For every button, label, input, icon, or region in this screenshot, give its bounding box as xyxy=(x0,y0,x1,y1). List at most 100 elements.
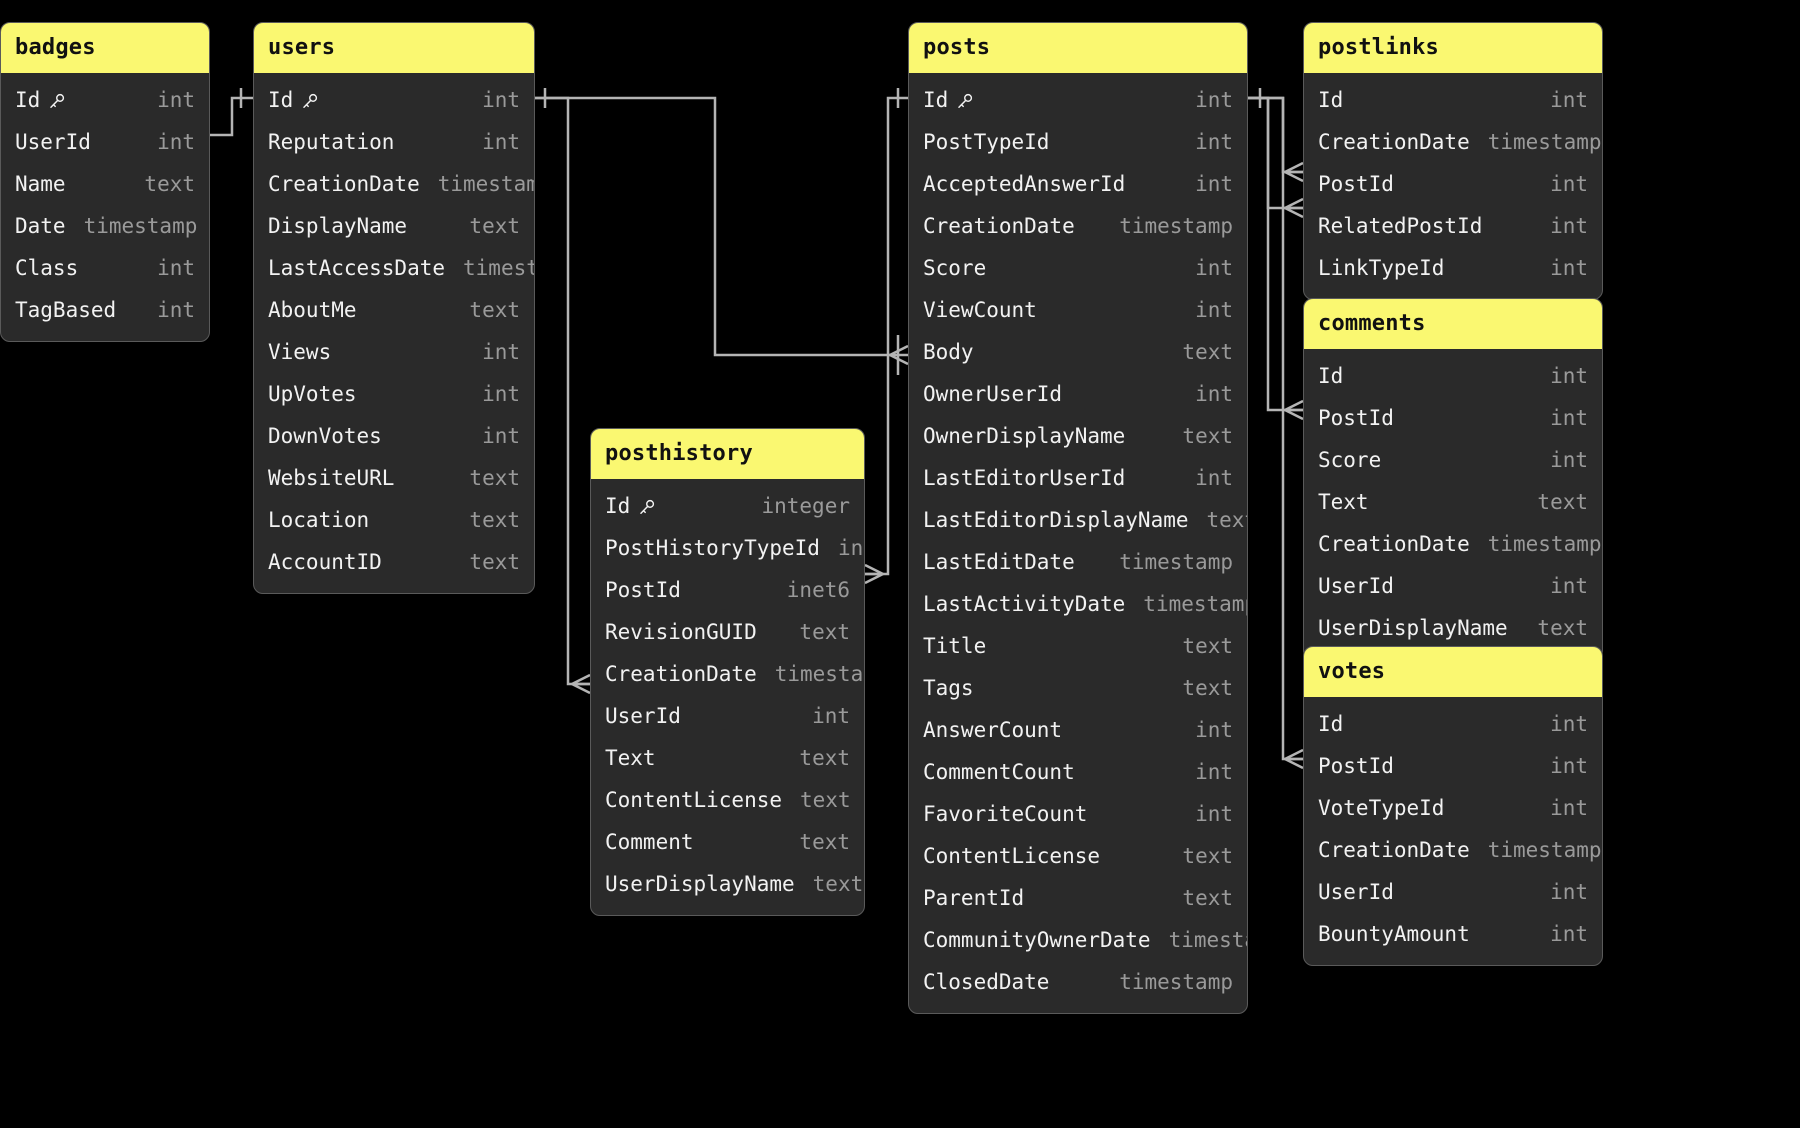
field-name: LinkTypeId xyxy=(1318,256,1444,280)
table-card-posthistory[interactable]: posthistoryIdintegerPostHistoryTypeIdint… xyxy=(590,428,865,916)
field-type-label: text xyxy=(469,466,520,490)
table-title-users[interactable]: users xyxy=(254,23,534,73)
table-title-badges[interactable]: badges xyxy=(1,23,209,73)
field-row[interactable]: PostHistoryTypeIdint xyxy=(591,527,864,569)
field-name-label: LinkTypeId xyxy=(1318,256,1445,280)
table-title-votes[interactable]: votes xyxy=(1304,647,1602,697)
field-name: Id xyxy=(1318,364,1343,388)
field-name: ClosedDate xyxy=(923,970,1049,994)
connector-users-id-posts-owneruserid xyxy=(535,88,909,375)
field-row[interactable]: LastAccessDatetimestamp xyxy=(254,247,534,289)
field-name: PostTypeId xyxy=(923,130,1049,154)
field-name: UpVotes xyxy=(268,382,357,406)
field-name: RelatedPostId xyxy=(1318,214,1482,238)
field-type-label: int xyxy=(1195,256,1233,280)
field-name-label: Id xyxy=(15,88,41,112)
field-row[interactable]: LastEditorDisplayNametext xyxy=(909,499,1247,541)
table-title-comments[interactable]: comments xyxy=(1304,299,1602,349)
field-type-label: int xyxy=(1195,760,1233,784)
field-row[interactable]: CommunityOwnerDatetimestamp xyxy=(909,919,1247,961)
field-name-label: UpVotes xyxy=(268,382,357,406)
table-title-postlinks[interactable]: postlinks xyxy=(1304,23,1602,73)
field-type-label: text xyxy=(1182,676,1233,700)
table-title-posthistory[interactable]: posthistory xyxy=(591,429,864,479)
table-title-posts[interactable]: posts xyxy=(909,23,1247,73)
field-name: CreationDate xyxy=(1318,532,1470,556)
table-fields-posthistory: IdintegerPostHistoryTypeIdintPostIdinet6… xyxy=(591,479,864,915)
